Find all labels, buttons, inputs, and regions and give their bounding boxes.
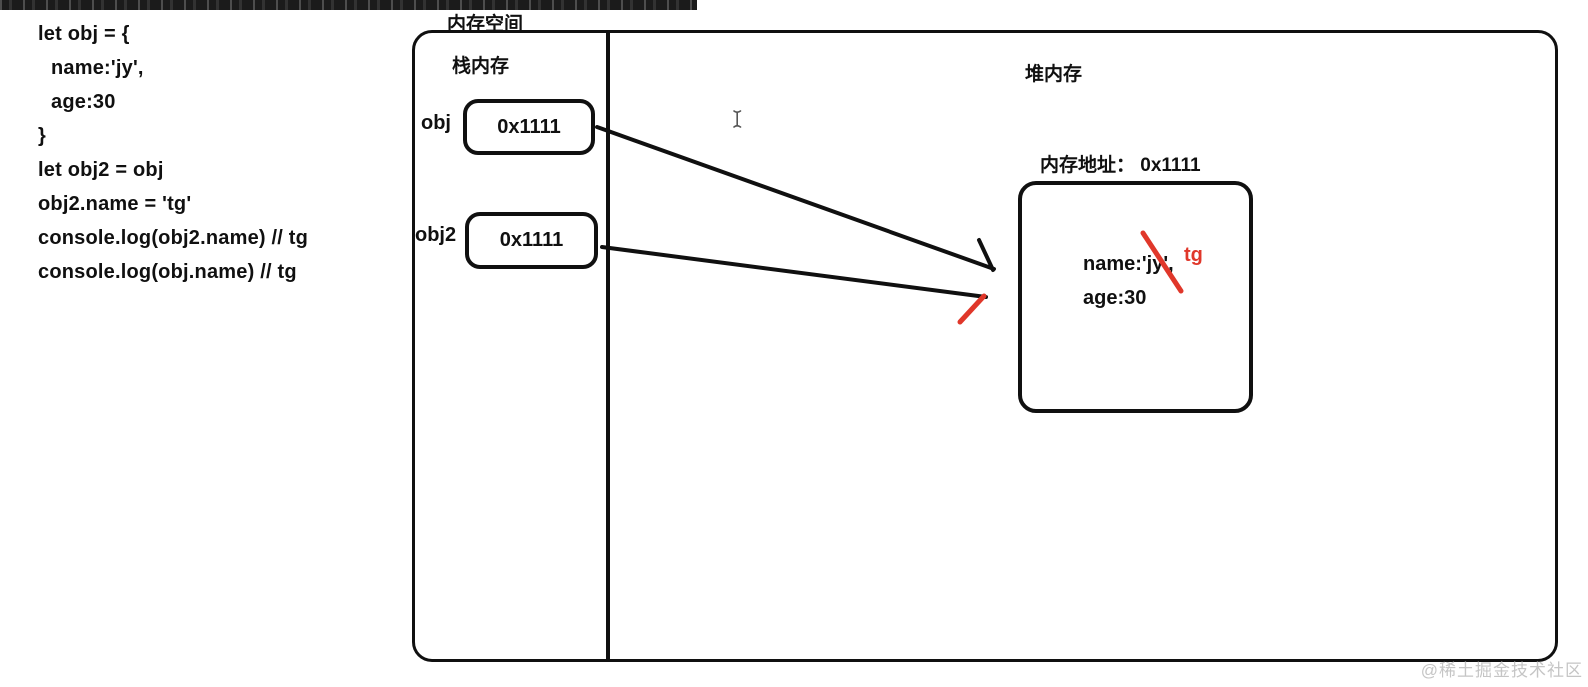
stack-memory-label: 栈内存 <box>452 56 510 77</box>
memory-space-title: 内存空间 <box>447 14 524 35</box>
code-snippet: let obj = { name:'jy', age:30 } let obj2… <box>38 17 308 289</box>
code-line: console.log(obj.name) // tg <box>38 261 297 283</box>
code-line: console.log(obj2.name) // tg <box>38 227 309 249</box>
heap-object-name-line: name:'jy', <box>1083 253 1174 275</box>
stack-obj2-address-box: 0x1111 <box>465 212 598 269</box>
stack-obj-address-box: 0x1111 <box>463 99 595 155</box>
code-line: name:'jy', <box>51 57 144 79</box>
stack-obj-address-value: 0x1111 <box>497 115 561 138</box>
top-dark-bar <box>0 0 697 10</box>
code-line: obj2.name = 'tg' <box>38 193 192 215</box>
stack-heap-divider <box>606 31 610 661</box>
heap-address-label: 内存地址： 0x1111 <box>1040 155 1201 176</box>
stack-var-obj2-label: obj2 <box>415 224 457 246</box>
stack-var-obj-label: obj <box>421 112 451 134</box>
heap-object-box <box>1018 181 1253 413</box>
heap-memory-label: 堆内存 <box>1025 64 1083 85</box>
code-line: let obj = { <box>38 23 130 45</box>
code-line: } <box>38 125 46 147</box>
heap-object-new-value: tg <box>1184 244 1203 266</box>
code-line: age:30 <box>51 91 116 113</box>
memory-space-box <box>412 30 1558 662</box>
watermark-text: @稀土掘金技术社区 <box>1420 661 1583 680</box>
code-line: let obj2 = obj <box>38 159 164 181</box>
heap-object-age-line: age:30 <box>1083 287 1147 309</box>
stack-obj2-address-value: 0x1111 <box>499 229 564 251</box>
